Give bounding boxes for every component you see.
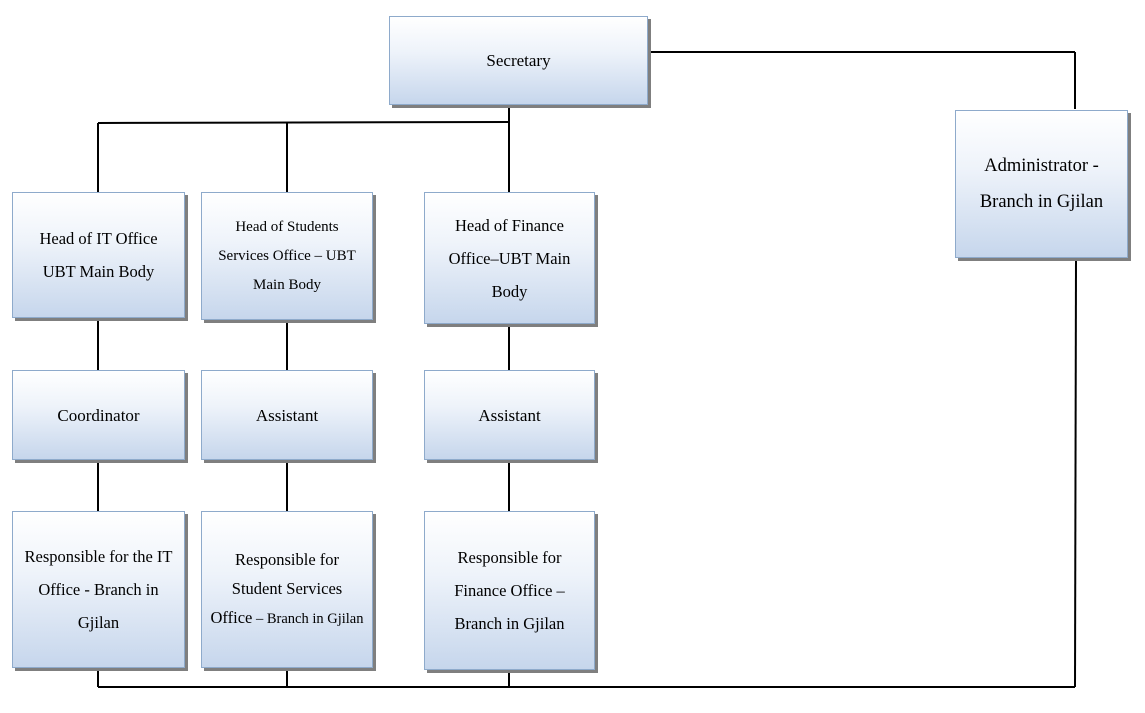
administrator-label: Administrator - Branch in Gjilan	[979, 156, 1104, 212]
connector-line	[97, 121, 510, 124]
it-head-box: Head of IT Office UBT Main Body	[12, 192, 185, 318]
finance-head-label: Head of Finance Office–UBT Main Body	[448, 215, 571, 301]
students-head-box: Head of Students Services Office – UBT M…	[201, 192, 373, 320]
it-responsible-label: Responsible for the IT Office - Branch i…	[24, 547, 173, 632]
students-assistant-label: Assistant	[255, 405, 319, 425]
connector-line	[1074, 257, 1077, 688]
students-responsible-line3: – Branch in Gjilan	[252, 611, 364, 627]
it-coordinator-box: Coordinator	[12, 370, 185, 460]
secretary-label: Secretary	[486, 51, 551, 70]
finance-assistant-label: Assistant	[478, 405, 541, 425]
finance-assistant-box: Assistant	[424, 370, 595, 460]
students-head-label: Head of Students Services Office – UBT M…	[218, 218, 356, 293]
it-coordinator-label: Coordinator	[57, 405, 140, 425]
it-head-label: Head of IT Office UBT Main Body	[39, 229, 158, 281]
finance-head-box: Head of Finance Office–UBT Main Body	[424, 192, 595, 324]
students-responsible-text: Responsible for Student Services Office …	[210, 545, 364, 634]
students-responsible-box: Responsible for Student Services Office …	[201, 511, 373, 668]
finance-responsible-box: Responsible for Finance Office – Branch …	[424, 511, 595, 670]
students-responsible-line2: Office	[210, 608, 253, 627]
students-assistant-box: Assistant	[201, 370, 373, 460]
students-responsible-line1: Responsible for Student Services	[231, 550, 343, 598]
secretary-box: Secretary	[389, 16, 648, 105]
finance-responsible-label: Responsible for Finance Office – Branch …	[454, 548, 565, 633]
administrator-box: Administrator - Branch in Gjilan	[955, 110, 1128, 258]
it-responsible-box: Responsible for the IT Office - Branch i…	[12, 511, 185, 668]
